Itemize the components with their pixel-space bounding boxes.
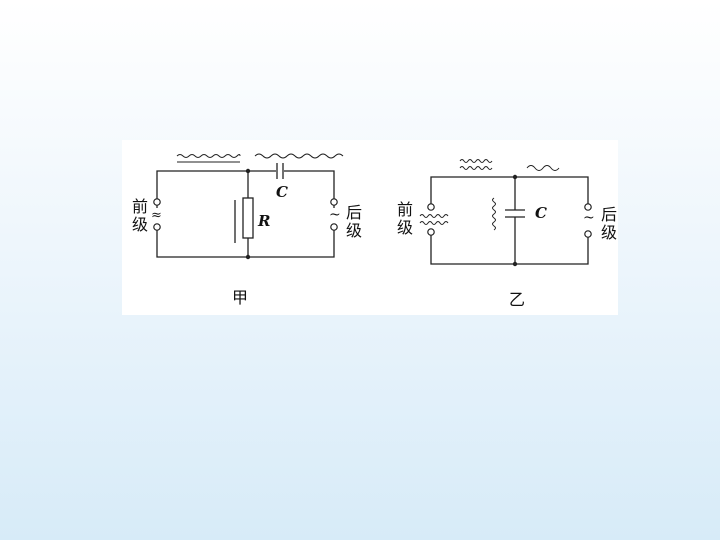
- circuit-diagrams-svg: [153, 153, 592, 267]
- circuit-a-resistor: [242, 197, 254, 239]
- circuit-a-junction-bottom: [245, 254, 251, 260]
- circuit-a-ac-wave: [254, 153, 344, 159]
- circuit-a-input-terminal-top: [153, 198, 161, 206]
- circuit-b-lf-wave: [526, 165, 560, 171]
- circuit-b-bottom-wire: [430, 232, 589, 265]
- circuit-a-mixed-wave: [176, 154, 241, 158]
- circuit-b-output-terminal-top: [584, 203, 592, 211]
- circuit-a-left-wire: [156, 170, 335, 208]
- circuit-b: [419, 159, 592, 267]
- circuit-a-input-label: 前级: [132, 197, 149, 234]
- circuit-b-caption: 乙: [509, 290, 526, 309]
- circuit-a-input-ac-symbol: ≈: [151, 208, 162, 223]
- circuit-b-input-terminal-bottom: [427, 228, 435, 236]
- circuit-figure: 前级 ≈ 后级 ~ C R 甲 前级 后级 ~ C 乙: [122, 140, 618, 315]
- circuit-b-left-wire: [430, 176, 589, 210]
- circuit-a-output-label: 后级: [346, 203, 363, 240]
- circuit-a-capacitor-label: C: [276, 183, 288, 201]
- circuit-b-input-label: 前级: [397, 200, 414, 237]
- circuit-b-output-ac-symbol: ~: [583, 210, 595, 226]
- circuit-a-output-terminal-bottom: [330, 223, 338, 231]
- circuit-b-junction-bottom: [512, 261, 518, 267]
- circuit-b-output-label: 后级: [601, 205, 618, 242]
- circuit-b-input-hf-wave-2: [419, 221, 449, 225]
- circuit-b-output-terminal-bottom: [584, 230, 592, 238]
- circuit-a-input-terminal-bottom: [153, 223, 161, 231]
- circuit-a-junction-top: [245, 168, 251, 174]
- circuit-b-input-hf-wave-1: [419, 214, 449, 218]
- circuit-b-junction-top: [512, 174, 518, 180]
- circuit-a: [153, 153, 344, 260]
- circuit-a-resistor-label: R: [258, 212, 271, 230]
- circuit-a-bottom-wire: [156, 230, 335, 258]
- circuit-b-mixed-wave-1: [459, 159, 493, 163]
- circuit-b-capacitor-label: C: [535, 204, 547, 222]
- circuit-a-caption: 甲: [232, 288, 249, 307]
- circuit-a-capacitor-gap: [276, 164, 284, 178]
- circuit-b-branch-hf-wave: [492, 197, 496, 231]
- circuit-a-output-terminal-top: [330, 198, 338, 206]
- circuit-b-input-terminal-top: [427, 203, 435, 211]
- circuit-a-output-ac-symbol: ~: [329, 207, 341, 223]
- circuit-b-mixed-wave-2: [459, 166, 493, 170]
